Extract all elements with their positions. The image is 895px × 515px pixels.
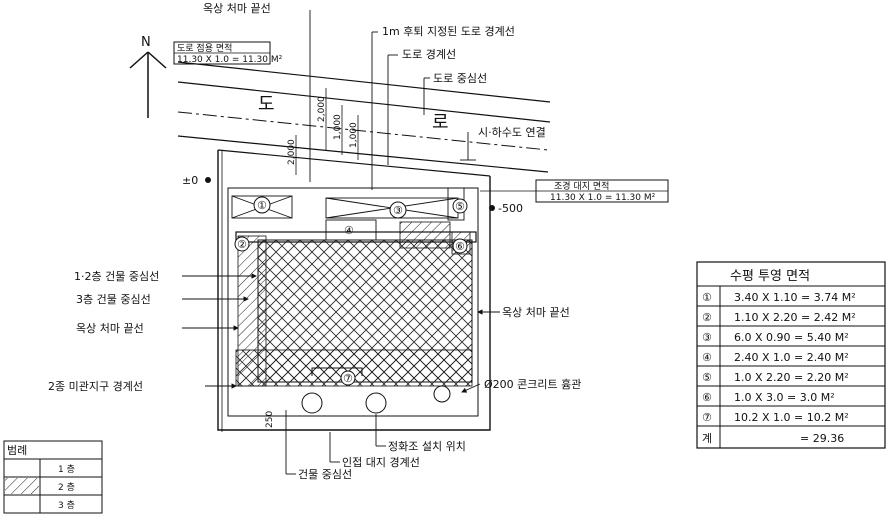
area-total-label: 계 [702, 432, 712, 445]
site-area-title: 조경 대지 면적 [554, 180, 609, 192]
area-row-2-no: ② [702, 311, 712, 324]
zone-boundary-label: 2종 미관지구 경계선 [48, 380, 143, 393]
marker-3: ③ [393, 204, 403, 217]
sewer-label: 시·하수도 연결 [478, 125, 546, 139]
concrete-pipe-label: Ø200 콘크리트 흄관 [484, 377, 581, 391]
dimension-marks [295, 88, 359, 175]
zero-level-dot-icon [205, 177, 211, 183]
area-table-title: 수평 투영 면적 [730, 269, 810, 284]
road-center-label: 도로 중심선 [433, 72, 487, 85]
area-row-4-no: ④ [702, 351, 712, 364]
area-row-7-calc: 10.2 X 1.0 = 10.2 M² [734, 411, 849, 424]
manhole-icons [301, 385, 451, 414]
dim-2000b: 2,000 [287, 139, 297, 165]
marker-7: ⑦ [343, 372, 353, 385]
left-leaders [182, 273, 257, 389]
right-leaders [461, 309, 500, 393]
top-leaders [309, 10, 476, 190]
area-row-3-no: ③ [702, 331, 712, 344]
area-row-1-calc: 3.40 X 1.10 = 3.74 M² [734, 291, 856, 304]
legend-title: 범례 [7, 444, 27, 457]
level-minus: -500 [498, 202, 523, 215]
bldg-center-12-label: 1·2층 건물 중심선 [74, 270, 159, 283]
dim-2000a: 2,000 [317, 96, 327, 122]
septic-tank-label: 정화조 설치 위치 [388, 440, 466, 453]
roof-eave-top-label: 옥상 처마 끝선 [203, 2, 271, 15]
dim-1000a: 1,000 [333, 114, 343, 140]
setback-area-calc: 11.30 X 1.0 = 11.30 M² [177, 55, 283, 65]
area-row-2-calc: 1.10 X 2.20 = 2.42 M² [734, 311, 856, 324]
area-row-5-no: ⑤ [702, 371, 712, 384]
setback-area-title: 도로 점용 면적 [177, 42, 232, 54]
bottom-leaders [285, 410, 386, 475]
road-line-1m-label: 1m 후퇴 지정된 도로 경계선 [382, 25, 515, 38]
north-arrow-icon [129, 51, 167, 118]
adjacent-boundary-label: 인접 대지 경계선 [342, 456, 420, 469]
marker-6: ⑥ [455, 240, 465, 253]
area-table: 수평 투영 면적 ① 3.40 X 1.10 = 3.74 M² ② 1.10 … [696, 261, 886, 449]
marker-4: ④ [344, 224, 354, 237]
site-outline [217, 150, 491, 432]
legend: 범례 1 층 2 층 3 층 [3, 440, 103, 514]
roof-eave-left-label: 옥상 처마 끝선 [76, 322, 144, 335]
bldg-center-3-label: 3층 건물 중심선 [76, 293, 151, 306]
area-total-value: = 29.36 [800, 432, 844, 445]
marker-5: ⑤ [455, 200, 465, 213]
area-markers: ① ② ③ ④ ⑤ ⑥ ⑦ [234, 196, 468, 386]
road-boundary-label: 도로 경계선 [402, 48, 456, 61]
area-row-4-calc: 2.40 X 1.0 = 2.40 M² [734, 351, 849, 364]
legend-row-1: 1 층 [58, 464, 75, 475]
area-row-3-calc: 6.0 X 0.90 = 5.40 M² [734, 331, 849, 344]
area-row-7-no: ⑦ [702, 411, 712, 424]
north-label: N [141, 35, 151, 50]
site-area-calc: 11.30 X 1.0 = 11.30 M² [550, 193, 656, 203]
road-char-2: 로 [432, 112, 449, 133]
dim-1000b: 1,000 [349, 122, 359, 148]
marker-1: ① [257, 199, 267, 212]
marker-2: ② [237, 238, 247, 251]
dim-250: 250 [265, 411, 275, 428]
road-char-1: 도 [258, 94, 275, 115]
zero-level: ±0 [182, 174, 198, 187]
area-row-1-no: ① [702, 291, 712, 304]
bldg-center-bottom-label: 건물 중심선 [298, 468, 352, 481]
area-row-6-no: ⑥ [702, 391, 712, 404]
legend-row-2: 2 층 [58, 482, 75, 493]
area-row-5-calc: 1.0 X 2.20 = 2.20 M² [734, 371, 849, 384]
roof-eave-right-label: 옥상 처마 끝선 [502, 306, 570, 319]
area-row-6-calc: 1.0 X 3.0 = 3.0 M² [734, 391, 835, 404]
legend-row-3: 3 층 [58, 500, 75, 511]
road-lines [177, 61, 551, 177]
level-dot-icon [489, 205, 495, 211]
